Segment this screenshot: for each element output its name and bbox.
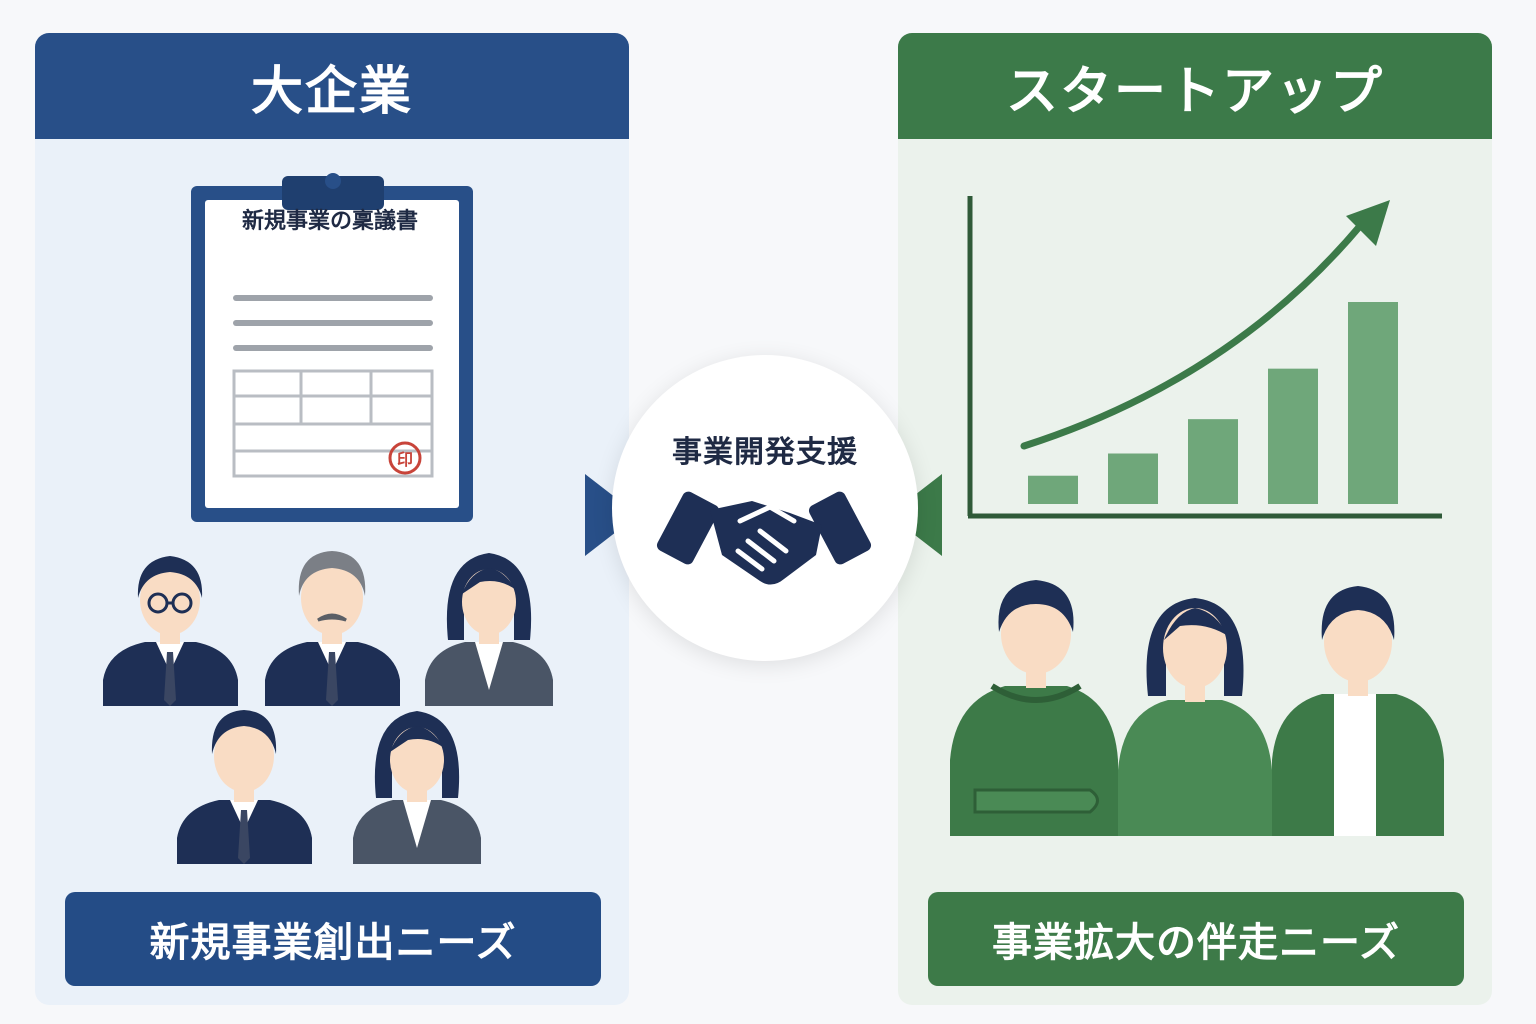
startup-panel: スタートアップ 事業拡大の伴走ニーズ [898,33,1492,1005]
growth-bar-1 [1028,475,1078,504]
corporate-needs-badge: 新規事業創出ニーズ [65,892,601,986]
growth-bar-5 [1348,302,1398,504]
growth-bar-2 [1108,453,1158,504]
corporate-title: 大企業 [35,33,629,139]
corporate-person-5 [353,711,481,864]
corporate-person-1 [103,556,238,706]
growth-bar-4 [1268,368,1318,504]
startup-title: スタートアップ [898,33,1492,139]
hanko-stamp-icon: 印 [388,441,422,475]
growth-bar-3 [1188,419,1238,504]
corporate-person-3 [425,553,553,706]
startup-person-2 [1118,598,1272,836]
arrow-right-icon [585,474,638,556]
handshake-icon [656,491,872,585]
startup-needs-badge: 事業拡大の伴走ニーズ [928,892,1464,986]
corporate-person-2 [265,551,400,706]
startup-person-1 [950,580,1118,836]
support-hub: 事業開発支援 [612,355,918,661]
stamp-text: 印 [397,450,413,469]
clipboard-icon [191,173,473,522]
support-label: 事業開発支援 [672,435,858,470]
growth-chart-icon [967,196,1442,519]
document-title: 新規事業の稟議書 [241,209,418,234]
startup-person-3 [1272,586,1444,836]
corporate-person-4 [177,710,312,864]
